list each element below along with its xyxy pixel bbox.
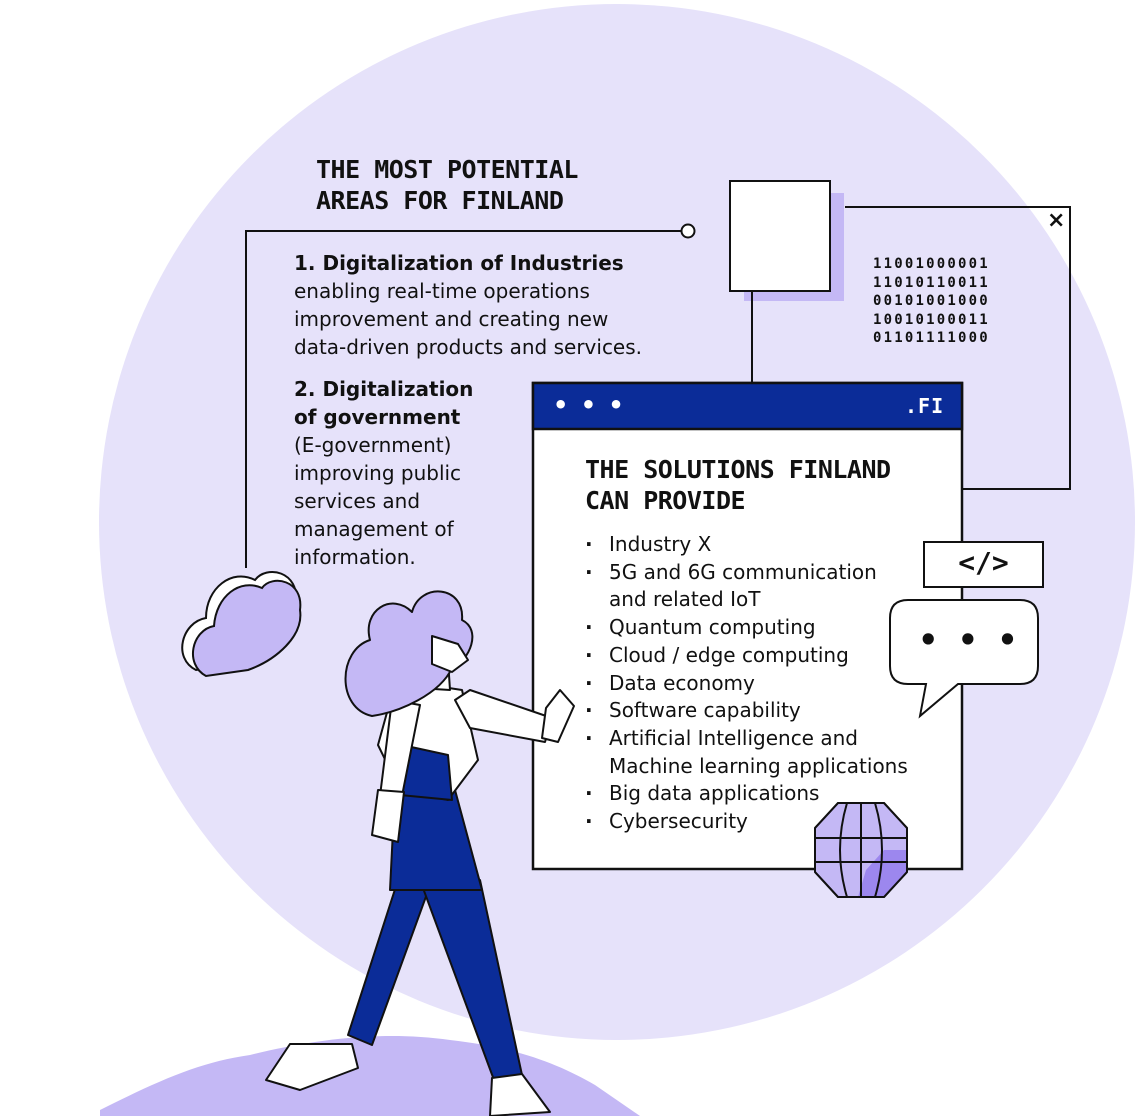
domain-label: .FI — [905, 394, 945, 418]
solutions-list-item: Industry X — [583, 531, 943, 559]
potential-item-text: (E-government) improving public services… — [294, 433, 462, 569]
binary-line: 11010110011 — [873, 274, 990, 291]
hill — [100, 1035, 640, 1116]
connector-line-left — [245, 230, 688, 568]
window-dots-icon: • • • — [553, 391, 626, 419]
solutions-list-item: Cloud / edge computing — [583, 642, 943, 670]
potential-item-text: enabling real-time operations improvemen… — [294, 279, 643, 359]
cloud-icon — [181, 571, 302, 678]
binary-code: 11001000001 11010110011 00101001000 1001… — [873, 255, 990, 348]
solutions-list: Industry X 5G and 6G communication and r… — [583, 531, 943, 836]
solutions-list-item: 5G and 6G communication and related IoT — [583, 559, 943, 614]
potential-item-heading: 1. Digitalization of Industries — [294, 251, 624, 275]
connector-frame-right — [845, 206, 1071, 490]
code-icon-box — [923, 541, 1044, 588]
solutions-list-item: Data economy — [583, 670, 943, 698]
connector-node — [680, 223, 696, 239]
solutions-list-item: Software capability — [583, 697, 943, 725]
binary-line: 10010100011 — [873, 311, 990, 328]
potential-item-heading: 2. Digitalization of government — [294, 377, 474, 429]
solutions-list-item: Big data applications — [583, 780, 943, 808]
binary-line: 11001000001 — [873, 256, 990, 272]
binary-line: 00101001000 — [873, 293, 990, 309]
potential-item-2: 2. Digitalization of government (E-gover… — [294, 375, 514, 571]
potential-item-1: 1. Digitalization of Industries enabling… — [294, 249, 654, 361]
person-illustration — [265, 590, 575, 1116]
potential-areas-title: THE MOST POTENTIAL AREAS FOR FINLAND — [316, 155, 578, 215]
solutions-title: THE SOLUTIONS FINLAND CAN PROVIDE — [585, 455, 891, 515]
browser-title-bar — [531, 381, 964, 431]
solutions-list-item: Quantum computing — [583, 614, 943, 642]
solutions-list-item: Cybersecurity — [583, 808, 943, 836]
close-icon: × — [1047, 208, 1066, 233]
chat-dots-icon: • • • — [918, 621, 1022, 659]
binary-line: 01101111000 — [873, 330, 990, 346]
small-window — [729, 180, 831, 292]
code-icon: </> — [958, 546, 1009, 579]
solutions-list-item: Artificial Intelligence and Machine lear… — [583, 725, 943, 780]
